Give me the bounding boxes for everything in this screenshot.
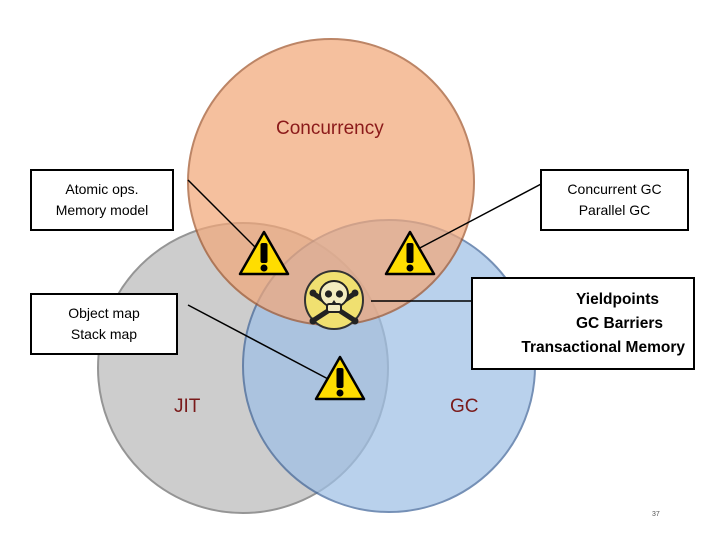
callout-atomic-line1: Atomic ops. (65, 181, 139, 197)
callout-yieldpoints-line1: Yieldpoints (576, 290, 659, 308)
callout-yieldpoints: Yieldpoints GC Barriers Transactional Me… (471, 277, 695, 370)
gc-label: GC (450, 396, 479, 417)
callout-concurrent-gc: Concurrent GC Parallel GC (540, 169, 689, 231)
callout-object-map-line1: Object map (68, 305, 140, 321)
callout-atomic-line2: Memory model (55, 202, 149, 218)
warning-icon (238, 230, 290, 276)
warning-icon (314, 355, 366, 401)
callout-concurrent-gc-line1: Concurrent GC (567, 181, 662, 197)
warning-icon (384, 230, 436, 276)
connector-atomic (187, 179, 259, 251)
concurrency-label: Concurrency (276, 118, 384, 139)
slide-number: 37 (652, 511, 660, 518)
callout-concurrent-gc-line2: Parallel GC (578, 202, 651, 218)
connector-concurrent-gc (415, 182, 544, 251)
callout-object-map: Object map Stack map (30, 293, 178, 355)
callout-yieldpoints-line2: GC Barriers (575, 314, 663, 332)
jit-label: JIT (174, 396, 201, 417)
callout-object-map-line2: Stack map (70, 326, 138, 342)
callout-yieldpoints-line3: Transactional Memory (521, 338, 685, 356)
callout-atomic: Atomic ops. Memory model (30, 169, 174, 231)
skull-crossbones-icon (304, 270, 364, 330)
connector-object-map (187, 304, 331, 381)
